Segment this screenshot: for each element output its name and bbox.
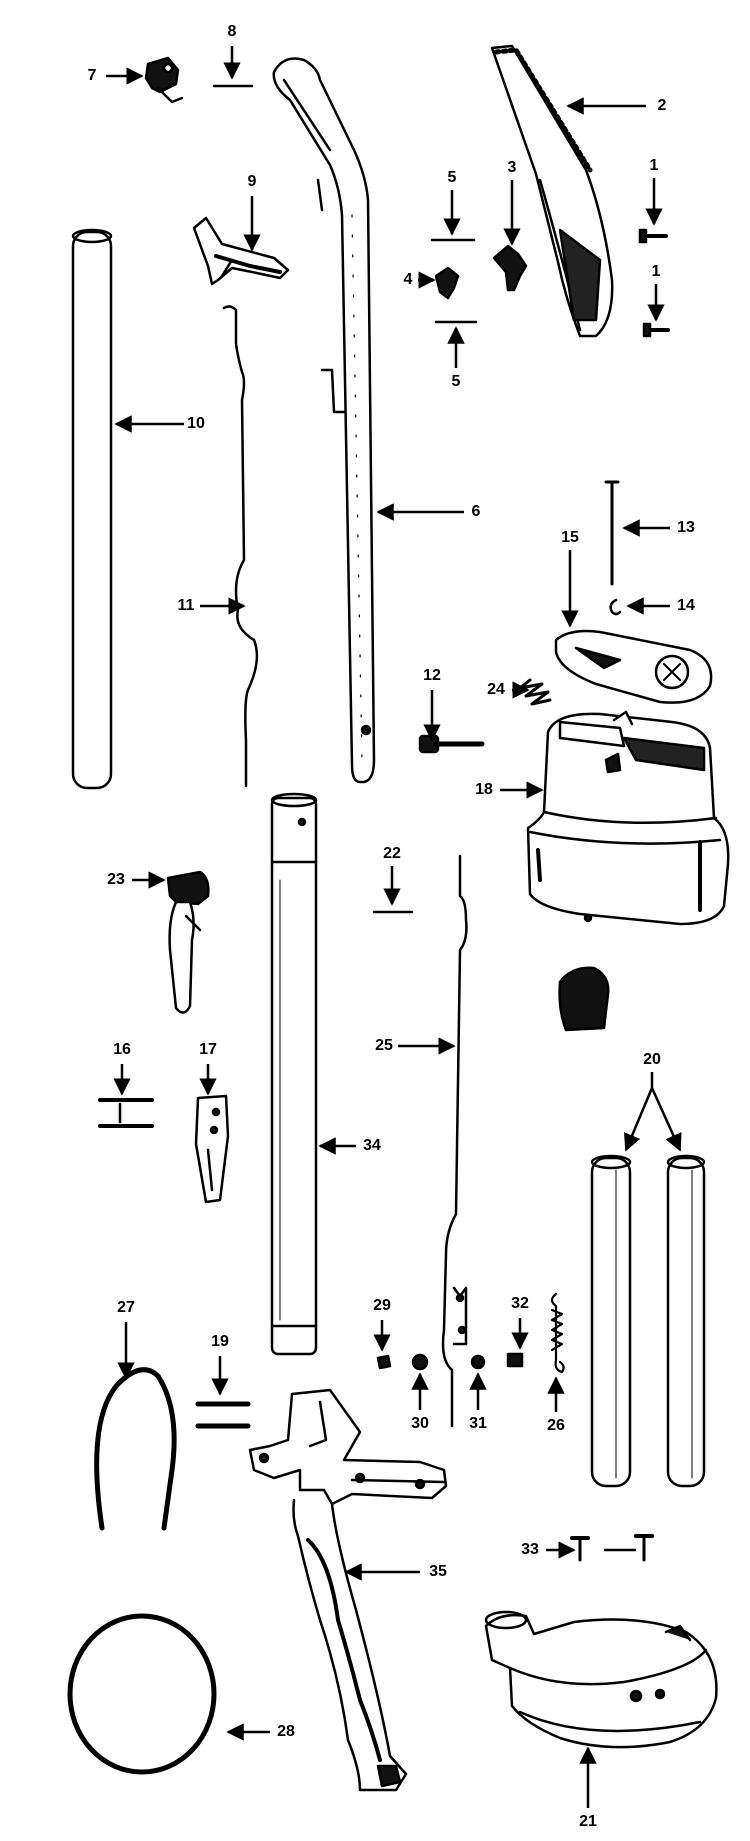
part-32-nut: [506, 1352, 524, 1368]
part-30-nut: [411, 1353, 429, 1371]
callout-15: 15: [561, 529, 579, 546]
part-bag-cap: [558, 966, 610, 1032]
callout-17: 17: [199, 1041, 217, 1058]
callout-23: 23: [107, 871, 125, 888]
callout-25: 25: [375, 1037, 393, 1054]
part-34-lower-tube: [270, 792, 318, 1356]
callout-14: 14: [677, 597, 695, 614]
part-10-tube: [71, 228, 113, 790]
callout-18: 18: [475, 781, 493, 798]
callout-8: 8: [228, 23, 237, 40]
callout-35: 35: [429, 1563, 447, 1580]
callout-10: 10: [187, 415, 205, 432]
callout-21: 21: [579, 1813, 597, 1830]
part-31-nut: [470, 1354, 486, 1370]
callout-24: 24: [487, 681, 505, 698]
part-1-screw-lower: [642, 322, 670, 338]
callout-19: 19: [211, 1333, 229, 1350]
part-18-bag-housing: [526, 710, 730, 926]
callout-1-lower: 1: [652, 263, 661, 280]
callout-11: 11: [178, 597, 195, 614]
callout-16: 16: [113, 1041, 131, 1058]
part-16-pins: [98, 1098, 154, 1128]
part-2-brush-strip: [490, 44, 614, 338]
part-35-lower-handle: [248, 1388, 448, 1792]
callout-7: 7: [88, 67, 97, 84]
part-21-base-plate: [484, 1610, 718, 1749]
callout-5-upper: 5: [448, 169, 457, 186]
part-17-bracket: [194, 1094, 230, 1204]
callout-6: 6: [472, 503, 481, 520]
callout-29: 29: [373, 1297, 391, 1314]
callout-26: 26: [547, 1417, 565, 1434]
callout-28: 28: [277, 1723, 295, 1740]
part-27-belt: [94, 1367, 177, 1531]
part-1-screw-upper: [638, 228, 668, 244]
callout-33: 33: [521, 1541, 539, 1558]
callout-31: 31: [469, 1415, 487, 1432]
part-28-belt-ring: [67, 1613, 217, 1775]
callout-34: 34: [363, 1137, 381, 1154]
callout-1-upper: 1: [650, 157, 659, 174]
callout-30: 30: [411, 1415, 429, 1432]
callout-2: 2: [658, 97, 667, 114]
callout-32: 32: [511, 1295, 529, 1312]
part-12-bolt: [418, 734, 485, 754]
callout-12: 12: [423, 667, 441, 684]
part-6-upper-handle: [272, 57, 376, 784]
arrow-20b: [650, 1087, 682, 1152]
callout-13: 13: [677, 519, 695, 536]
callout-3: 3: [508, 159, 517, 176]
part-23-latch: [166, 870, 210, 1014]
part-4-knob: [434, 266, 460, 300]
callout-4: 4: [404, 271, 413, 288]
part-20-tube-right: [666, 1154, 706, 1488]
part-15-top-plate: [554, 629, 713, 704]
part-19-bolts: [195, 1401, 251, 1429]
part-29-rivet: [376, 1354, 392, 1370]
part-26-spring: [550, 1292, 565, 1374]
part-9-cord-hook: [192, 216, 290, 286]
part-13-long-bolt: [604, 480, 620, 586]
part-25-wire-rod: [441, 854, 468, 1428]
part-20-tube-left: [590, 1154, 632, 1488]
callout-20: 20: [643, 1051, 661, 1068]
part-3-clip: [492, 244, 528, 292]
part-7-cord-clip: [144, 56, 184, 104]
part-33-screws: [570, 1534, 654, 1562]
arrow-20a: [624, 1087, 654, 1152]
callout-27: 27: [117, 1299, 135, 1316]
callout-22: 22: [383, 845, 401, 862]
callout-9: 9: [248, 173, 257, 190]
part-11-wire-rod: [222, 305, 259, 788]
part-14-c-clip: [609, 598, 622, 616]
callout-5-lower: 5: [452, 373, 461, 390]
part-24-spring: [518, 678, 552, 706]
